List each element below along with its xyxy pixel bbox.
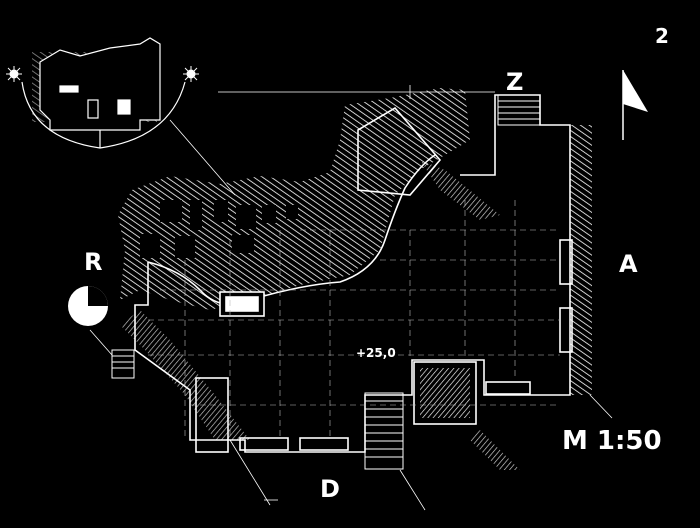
sun-icon	[6, 66, 22, 82]
hatching-texture	[118, 88, 470, 310]
orientation-label-z: Z	[506, 68, 524, 96]
section-lines	[89, 85, 613, 511]
scale-label: M 1:50	[562, 426, 662, 456]
north-flag-icon	[622, 70, 648, 140]
sun-icon	[183, 66, 199, 82]
construction-grid	[148, 200, 560, 440]
sheet-number: 2	[655, 24, 669, 48]
entrance-marker	[68, 286, 108, 326]
level-annotation: +25,0	[356, 346, 396, 360]
hatching-texture	[570, 125, 592, 395]
orientation-label-a: A	[619, 250, 638, 278]
stairs	[111, 94, 541, 470]
hatching-texture	[470, 430, 520, 470]
orientation-label-r: R	[84, 248, 103, 276]
orientation-label-d: D	[320, 475, 340, 503]
inset-key-map	[21, 37, 186, 149]
hatching-texture	[420, 160, 500, 220]
building-blocks	[140, 200, 298, 258]
